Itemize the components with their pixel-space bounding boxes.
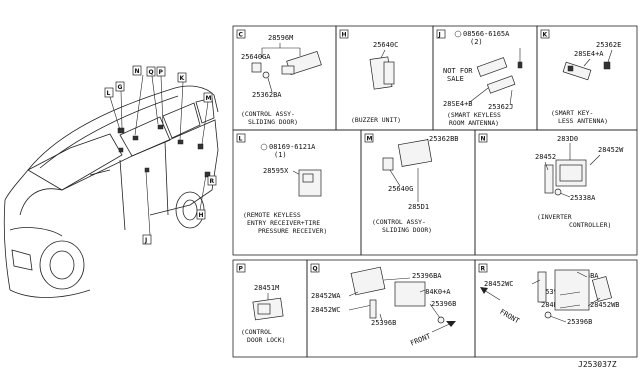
part-25362ba: 25362BA [252,91,282,99]
part-28452: 28452 [535,153,556,161]
section-q: Q 25396BA 284K0+A 25396B 28452WA 28452WC… [310,263,456,348]
section-letter-p: P [239,266,244,273]
note-not-for: NOT FOR [443,67,473,75]
caption-m-2: SLIDING DOOR) [382,226,432,234]
part-25338a: 25338A [570,194,596,202]
part-28452wc-r: 28452WC [484,280,514,288]
part-283d0: 283D0 [557,135,578,143]
diagram-id: J253037Z [578,360,617,369]
section-j: J 08566-6165A (2) NOT FOR SALE 28SE4+B 2… [436,29,523,127]
section-c: C 28596M 25640GA 25362BA (CONTROL ASSY- … [236,29,322,126]
caption-h: (BUZZER UNIT) [351,116,401,124]
part-25396ba: 25396BA [412,272,442,280]
callout-j: J [144,237,147,244]
section-l: L 08169-6121A (1) 28595X (REMOTE KEYLESS… [236,133,327,235]
caption-p-1: (CONTROL [241,328,272,336]
part-284k0a: 284K0+A [421,288,451,296]
caption-l-2: ENTRY RECEIVER+TIRE [247,219,320,227]
car-callouts: L G N Q P K M J H R [104,65,217,245]
part-25396b-q2: 25396B [371,319,396,327]
car-illustration [3,74,219,298]
section-letter-h: H [342,32,347,39]
caption-n-2: CONTROLLER) [569,221,611,229]
note-sale: SALE [447,75,464,83]
part-28595x: 28595X [263,167,289,175]
section-grid [232,25,638,358]
callout-l: L [107,90,111,97]
section-letter-q: Q [313,266,318,273]
callout-q: Q [149,69,154,76]
part-25396b-q1: 25396B [431,300,456,308]
section-letter-n: N [481,136,486,143]
part-28452wb: 28452WB [590,301,620,309]
callout-n: N [135,68,140,75]
part-28596m: 28596M [268,34,293,42]
part-25396b-r1: 25396B [541,288,566,296]
section-k: K 25362E 28SE4+A (SMART KEY- LESS ANTENN… [540,29,621,125]
part-285d1: 285D1 [408,203,429,211]
part-25362bb: 25362BB [429,135,459,143]
part-28451m: 28451M [254,284,279,292]
part-28452w: 28452W [598,146,624,154]
part-25362e: 25362E [596,41,621,49]
caption-c-1: (CONTROL ASSY- [241,110,295,118]
part-qty-1: (1) [274,151,287,159]
part-25640ga: 25640GA [241,53,271,61]
caption-l-3: PRESSURE RECEIVER) [258,227,327,235]
caption-m-1: (CONTROL ASSY- [372,218,426,226]
callout-p: P [159,69,164,76]
part-25640c: 25640C [373,41,398,49]
part-25640g: 25640G [388,185,413,193]
part-284k0: 284K0 [541,301,562,309]
callout-h: H [199,212,204,219]
caption-k-2: LESS ANTENNA) [558,117,608,125]
section-h: H 25640C (BUZZER UNIT) [339,29,401,124]
part-08169-6121a: 08169-6121A [269,143,316,151]
callout-m: M [206,95,212,102]
section-n: N 283D0 28452 28452W 25338A (INVERTER CO… [478,133,624,229]
section-r: R 28452WC 25396BA 25396B 284K0 28452WB 2… [478,263,620,326]
part-qty-2: (2) [470,38,483,46]
caption-k-1: (SMART KEY- [551,109,593,117]
part-28se4b: 28SE4+B [443,100,473,108]
section-letter-k: K [543,32,548,39]
part-08566-6165a: 08566-6165A [463,30,510,38]
section-letter-c: C [239,32,244,39]
part-25362j: 25362J [488,103,513,111]
section-letter-j: J [438,32,441,39]
callout-g: G [118,84,123,91]
front-arrow-label-r: FRONT [498,308,521,326]
callout-k: K [180,75,185,82]
caption-c-2: SLIDING DOOR) [248,118,298,126]
caption-j-1: (SMART KEYLESS [447,111,501,119]
part-28452wa: 28452WA [311,292,341,300]
section-letter-m: M [367,136,373,143]
caption-j-2: ROOM ANTENNA) [449,119,499,127]
section-letter-r: R [481,266,486,273]
caption-p-2: DOOR LOCK) [247,336,285,344]
part-28se4a: 28SE4+A [574,50,604,58]
section-p: P 28451M (CONTROL DOOR LOCK) [236,263,285,344]
caption-l-1: (REMOTE KEYLESS [243,211,301,219]
front-arrow-label-q: FRONT [409,332,432,348]
part-25396b-r2: 25396B [567,318,592,326]
caption-n-1: (INVERTER [537,213,572,221]
section-m: M 25362BB 25640G 285D1 (CONTROL ASSY- SL… [364,133,459,234]
part-28452wc: 28452WC [311,306,341,314]
section-letter-l: L [239,136,243,143]
callout-r: R [210,178,215,185]
